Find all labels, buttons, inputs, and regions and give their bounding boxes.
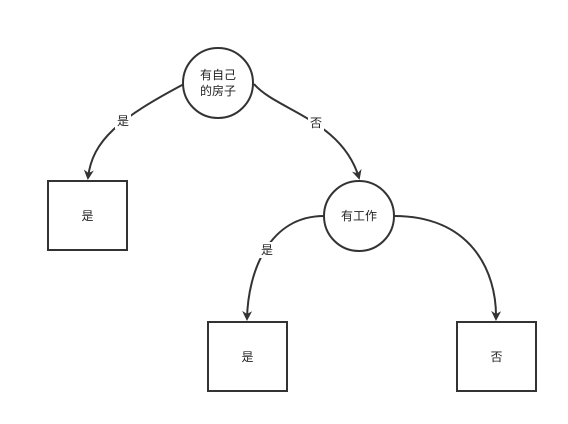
node-leaf-right: 否 xyxy=(456,321,537,392)
edge-label-middle-to-leaf-mid: 是 xyxy=(259,242,275,258)
edge-middle-to-leaf-right xyxy=(393,215,502,321)
edge-root-to-left xyxy=(83,83,185,180)
node-leaf-right-label: 否 xyxy=(490,350,502,364)
node-leaf-mid-label: 是 xyxy=(241,350,253,364)
node-leaf-left: 是 xyxy=(47,180,128,251)
edge-label-root-to-left: 是 xyxy=(115,113,131,129)
node-leaf-mid: 是 xyxy=(207,321,288,392)
edge-label-text: 否 xyxy=(310,116,322,130)
node-leaf-left-label: 是 xyxy=(81,209,93,223)
edge-label-text: 是 xyxy=(261,243,273,257)
edge-label-text: 是 xyxy=(117,114,129,128)
node-root-label-line2: 的房子 xyxy=(200,83,236,98)
node-root-label-line1: 有自己 xyxy=(200,68,236,82)
node-root: 有自己 的房子 xyxy=(182,47,254,119)
edge-middle-to-leaf-mid xyxy=(242,215,325,321)
node-middle-label: 有工作 xyxy=(341,209,377,223)
node-middle: 有工作 xyxy=(323,180,395,252)
edge-root-to-middle xyxy=(253,83,362,180)
edge-label-root-to-middle: 否 xyxy=(308,115,324,131)
